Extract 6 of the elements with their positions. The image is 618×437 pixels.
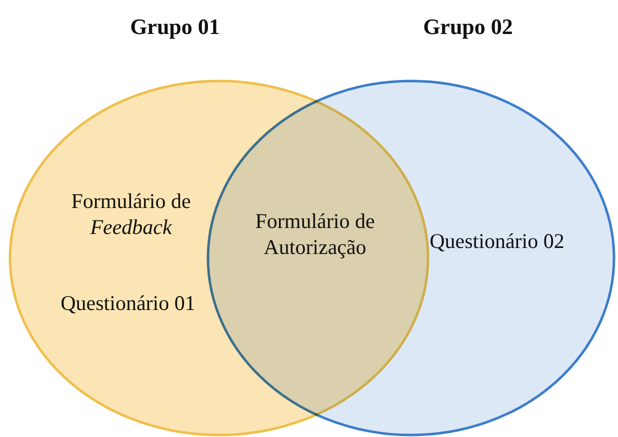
set-label: Formulário de Autorização (254, 208, 376, 260)
set-label: Formulário de Feedback (70, 188, 192, 240)
set-label: Questionário 01 (60, 290, 196, 316)
group-title: Grupo 02 (422, 14, 514, 40)
group-title: Grupo 01 (129, 14, 221, 40)
set-label: Questionário 02 (428, 228, 566, 254)
